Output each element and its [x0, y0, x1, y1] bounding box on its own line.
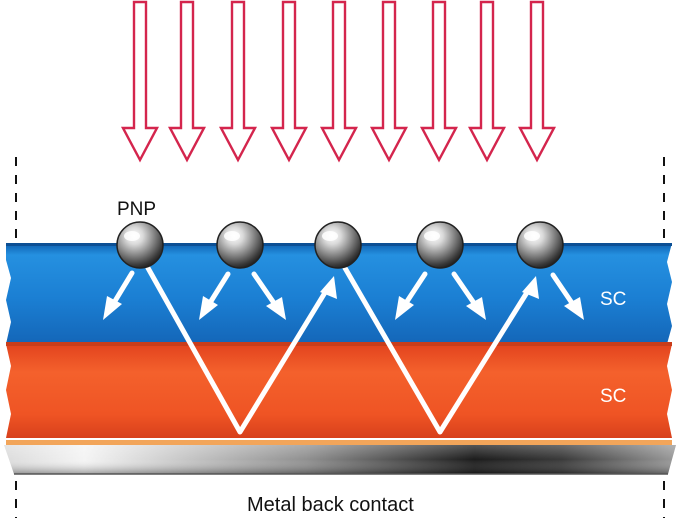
- scatter-arrowheads: [103, 276, 584, 320]
- scatter-path-v2: [342, 265, 534, 435]
- sphere-highlight: [224, 231, 240, 241]
- arrowhead-icon: [266, 297, 286, 320]
- arrowhead-icon: [199, 296, 218, 320]
- pnp-label: PNP: [117, 199, 157, 220]
- light-arrow-icon: [168, 0, 206, 163]
- scatter-arrow-line: [451, 271, 479, 309]
- scatter-arrow-line: [251, 271, 279, 309]
- layer-interface: [6, 342, 672, 346]
- arrowhead-icon: [103, 296, 122, 320]
- arrowhead-icon: [466, 297, 486, 320]
- light-arrow-icon: [518, 0, 556, 163]
- scatter-arrow-line: [205, 271, 231, 309]
- light-arrow-icon: [121, 0, 159, 163]
- sphere-highlight: [124, 231, 140, 241]
- lower-sc-layer: [6, 344, 672, 438]
- light-arrow-icon: [370, 0, 408, 163]
- nanoparticle-sphere-icon: [314, 221, 362, 269]
- arrowhead-icon: [395, 296, 414, 320]
- scattered-light-paths: [109, 265, 577, 435]
- nanoparticle-sphere-icon: [416, 221, 464, 269]
- nanoparticle-sphere-icon: [516, 221, 564, 269]
- upper-sc-layer: [6, 243, 672, 344]
- nanoparticle-sphere-icon: [216, 221, 264, 269]
- sphere-highlight: [524, 231, 540, 241]
- nanoparticle-sphere-icon: [116, 221, 164, 269]
- light-arrow-icon: [320, 0, 358, 163]
- sphere-highlight: [424, 231, 440, 241]
- metal-back-contact-label: Metal back contact: [247, 494, 414, 516]
- metal-top-highlight: [6, 440, 672, 446]
- sphere-highlight: [322, 231, 338, 241]
- upper-sc-label: SC: [600, 289, 627, 310]
- light-arrow-icon: [420, 0, 458, 163]
- arrowhead-icon: [522, 276, 539, 299]
- light-arrow-icon: [219, 0, 257, 163]
- lower-sc-label: SC: [600, 386, 627, 407]
- scatter-arrow-line: [401, 271, 428, 309]
- scatter-path-v1: [145, 265, 332, 435]
- light-arrow-icon: [270, 0, 308, 163]
- arrowhead-icon: [564, 297, 584, 320]
- incident-light: [121, 0, 556, 163]
- scatter-arrow-line: [550, 272, 577, 309]
- metal-shading: [4, 445, 676, 474]
- light-arrow-icon: [468, 0, 506, 163]
- arrowhead-icon: [320, 276, 337, 299]
- nanoparticles: [116, 221, 564, 269]
